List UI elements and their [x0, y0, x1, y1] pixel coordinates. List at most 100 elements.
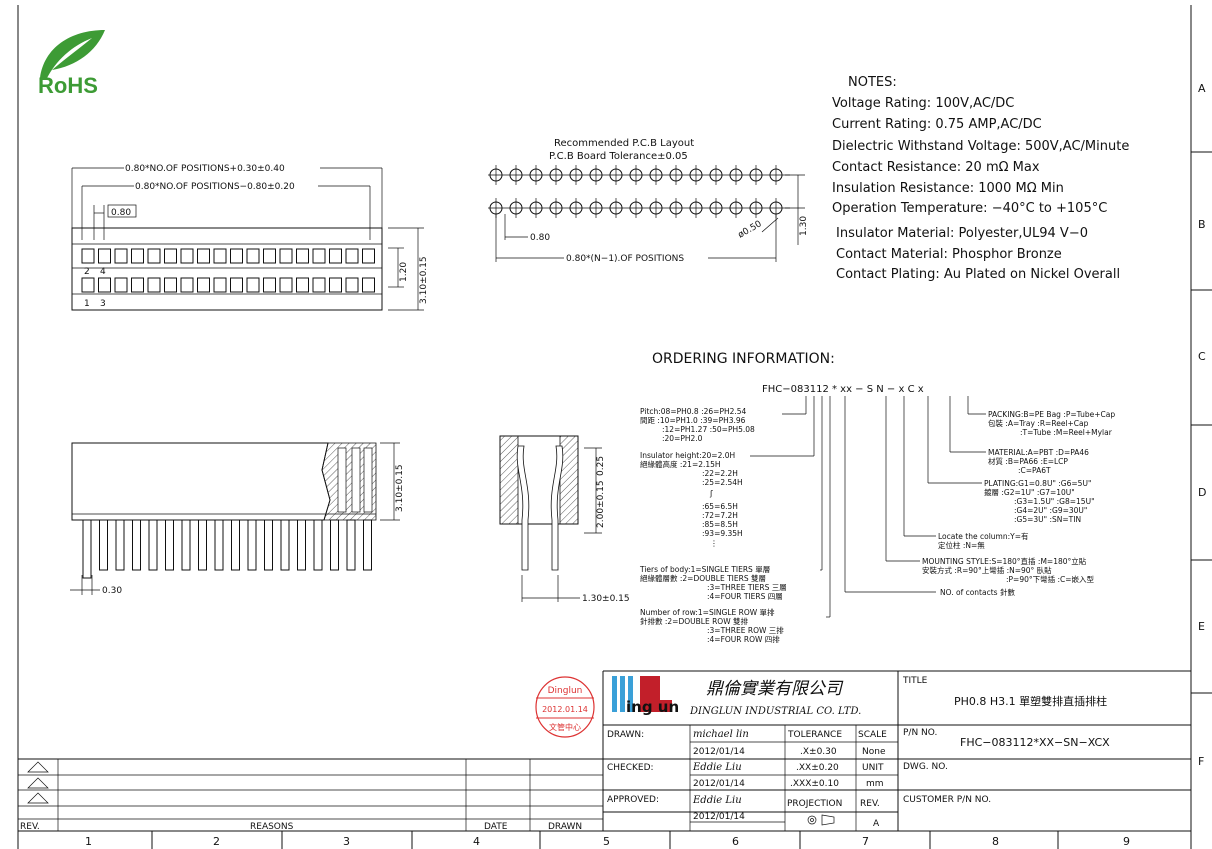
pin-square — [81, 277, 95, 293]
grid-col-label: 1 — [85, 835, 92, 848]
ordering-plating: PLATING:G1=0.8U" :G6=5U" 鍍層 :G2=1U" :G7=… — [984, 479, 1095, 524]
pin-square — [230, 277, 243, 293]
ordering-line: Insulator height:20=2.0H — [640, 451, 735, 460]
side-pin — [115, 519, 125, 571]
approved-label: APPROVED: — [607, 795, 659, 805]
ordering-line: :72=7.2H — [702, 511, 738, 520]
scale-value: None — [862, 747, 886, 757]
dim-section-b: 2.00±0.15 — [596, 480, 606, 528]
ordering-line: :20=PH2.0 — [662, 434, 703, 443]
note-line: Insulation Resistance: 1000 MΩ Min — [832, 181, 1064, 196]
part-code: FHC−083112 * xx − S N − x C x — [762, 384, 924, 395]
drawn-label: DRAWN: — [607, 730, 644, 740]
ordering-line: NO. of contacts 針數 — [940, 587, 1015, 597]
dim-row-pitch: 1.30 — [799, 216, 809, 236]
pn-value: FHC−083112*XX−SN−XCX — [960, 736, 1110, 749]
pin-square — [164, 277, 177, 293]
tolerance-label: TOLERANCE — [787, 730, 842, 740]
ordering-line: 間距 :10=PH1.0 :39=PH3.96 — [640, 416, 746, 425]
side-pin — [264, 519, 273, 571]
scale-label: SCALE — [858, 730, 887, 740]
side-pin — [198, 519, 207, 571]
ordering-line: ʃ — [709, 489, 713, 498]
ordering-line: :22=2.2H — [702, 469, 738, 478]
unit-label: UNIT — [862, 763, 884, 773]
date-header: DATE — [484, 822, 508, 832]
ordering-line: :65=6.5H — [702, 502, 738, 511]
pin-square — [312, 277, 326, 293]
side-pins — [82, 519, 372, 579]
ordering-pitch: Pitch:08=PH0.8 :26=PH2.54 間距 :10=PH1.0 :… — [640, 407, 755, 443]
revision-triangle-icon — [27, 761, 49, 773]
ordering-line: 定位柱 :N=無 — [938, 540, 985, 550]
ordering-line: :4=FOUR TIERS 四層 — [707, 592, 783, 601]
side-pin — [280, 519, 290, 571]
approved-name: Eddie Liu — [692, 795, 742, 806]
ordering-line: 絕緣體層數 :2=DOUBLE TIERS 雙層 — [640, 573, 766, 583]
pin-label: 3 — [100, 299, 106, 309]
pin-square — [164, 248, 177, 264]
side-pin — [346, 519, 356, 571]
title-label: TITLE — [902, 676, 928, 686]
pin-square — [263, 277, 276, 293]
approval-stamp: Dinglun 2012.01.14 文管中心 — [535, 676, 595, 738]
dim-pitch: 0.80 — [111, 208, 131, 218]
ordering-line: Pitch:08=PH0.8 :26=PH2.54 — [640, 407, 747, 416]
projection-label: PROJECTION — [787, 799, 842, 809]
ordering-line: PACKING:B=PE Bag :P=Tube+Cap — [988, 410, 1115, 419]
rev-header: REV. — [20, 822, 40, 832]
grid-row-label: A — [1198, 82, 1206, 95]
ordering-contacts: NO. of contacts 針數 — [940, 587, 1015, 597]
ordering-line: :G5=3U" :SN=TIN — [1014, 515, 1081, 524]
pin-square — [329, 277, 342, 293]
grid-col-label: 7 — [862, 835, 869, 848]
pin-square — [345, 248, 359, 264]
tolerance-1: .X±0.30 — [800, 747, 837, 757]
ordering-line: 鍍層 :G2=1U" :G7=10U" — [984, 487, 1075, 497]
ordering-packing: PACKING:B=PE Bag :P=Tube+Cap 包裝 :A=Tray … — [988, 410, 1115, 437]
grid-col-labels: 1 2 3 4 5 6 7 8 9 — [85, 831, 1130, 849]
pin-square — [180, 277, 194, 293]
ordering-info: ORDERING INFORMATION: FHC−083112 * xx − … — [639, 351, 1115, 644]
dim-body-width: 3.10±0.15 — [419, 256, 429, 304]
company-name-en: DINGLUN INDUSTRIAL CO. LTD. — [689, 706, 861, 717]
note-line: Operation Temperature: −40°C to +105°C — [832, 201, 1107, 216]
pn-label: P/N NO. — [903, 728, 937, 738]
title-value: PH0.8 H3.1 單塑雙排直插排柱 — [954, 694, 1107, 708]
grid-row-label: C — [1198, 350, 1206, 363]
pin-squares-bottom-row — [81, 277, 375, 293]
pin-square — [279, 248, 293, 264]
pin-square — [312, 248, 326, 264]
grid-col-label: 2 — [213, 835, 220, 848]
stamp-line1: Dinglun — [548, 686, 583, 696]
side-pin — [148, 519, 158, 571]
side-pin — [99, 519, 108, 571]
grid-col-label: 5 — [603, 835, 610, 848]
pin-square — [81, 248, 95, 264]
side-pin — [181, 519, 191, 571]
ordering-line: 絕緣體高度 :21=2.15H — [640, 459, 721, 469]
section-view: 0.25 2.00±0.15 1.30±0.15 — [499, 435, 630, 604]
pin-square — [213, 248, 227, 264]
projection-icon — [807, 814, 835, 826]
ordering-mounting: MOUNTING STYLE:S=180°直插 :M=180°立貼 安裝方式 :… — [922, 556, 1095, 584]
ordering-line: :3=THREE TIERS 三層 — [707, 583, 787, 592]
pin-square — [197, 248, 210, 264]
ordering-heading: ORDERING INFORMATION: — [652, 351, 835, 367]
side-pin — [313, 519, 323, 571]
company-logo-text: ing un — [626, 698, 679, 716]
grid-col-label: 3 — [343, 835, 350, 848]
side-pin — [214, 519, 224, 571]
sheet-frame — [17, 5, 1212, 849]
pin-square — [329, 248, 342, 264]
ordering-line: Tiers of body:1=SINGLE TIERS 單層 — [639, 565, 770, 574]
ordering-line: PLATING:G1=0.8U" :G6=5U" — [984, 479, 1091, 488]
revision-triangle-icon — [27, 777, 49, 789]
grid-col-label: 6 — [732, 835, 739, 848]
pcb-tolerance: P.C.B Board Tolerance±0.05 — [549, 151, 688, 162]
notes-heading: NOTES: — [848, 75, 897, 90]
pin-square — [246, 277, 260, 293]
top-view: 0.80*NO.OF POSITIONS+0.30±0.40 0.80*NO.O… — [71, 164, 429, 311]
grid-row-label: E — [1198, 620, 1205, 633]
